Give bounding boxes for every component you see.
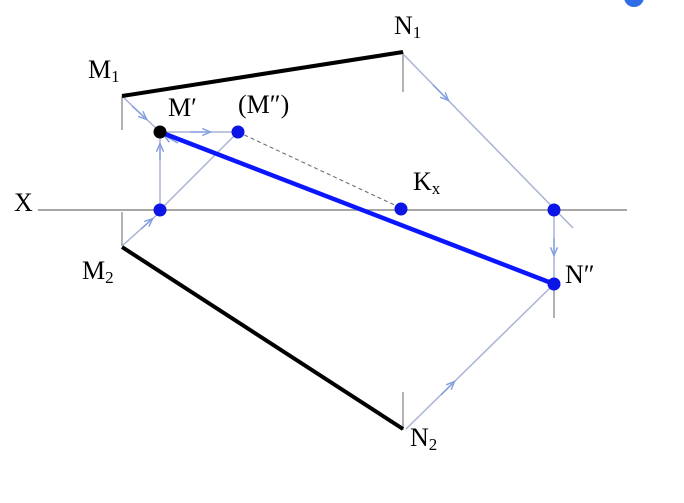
label-n-double-prime: N″ (565, 260, 595, 289)
arrow-mark-n1-diagonal (432, 84, 450, 102)
label-kx: Kx (413, 167, 441, 198)
label-n1-main: N (394, 11, 413, 40)
point-axis-m (153, 203, 167, 217)
segment-m2-n2 (120, 245, 405, 431)
label-m2-subscript: 2 (105, 268, 114, 287)
arrow-mark-m-prime-left (162, 134, 179, 144)
arrow-mark-n2-diagonal (440, 380, 456, 396)
corner-badge-dot (624, 0, 644, 7)
label-m2-main: M (82, 256, 105, 285)
label-m1-subscript: 1 (111, 67, 120, 86)
label-n2-subscript: 2 (429, 435, 438, 454)
point-m-prime (153, 125, 167, 139)
result-line-m-prime-n-double-prime (159, 129, 555, 287)
label-n1-subscript: 1 (413, 23, 422, 42)
label-n1: N1 (394, 11, 421, 42)
label-n2-main: N (410, 423, 429, 452)
point-m-double-prime (231, 125, 245, 139)
label-m1-main: M (88, 55, 111, 84)
arrow-mark-m2-diagonal (140, 217, 154, 230)
point-axis-n (547, 203, 561, 217)
construction-line-n1-to-axis (402, 53, 574, 229)
construction-line-axis-to-m-double-prime (159, 131, 239, 211)
arrow-mark-m1-diagonal (131, 105, 148, 121)
label-m1: M1 (88, 55, 120, 86)
label-m-double-prime: (M″) (238, 90, 289, 119)
label-m-prime: M′ (168, 93, 197, 122)
label-kx-main: K (413, 167, 432, 196)
label-kx-subscript: x (432, 179, 441, 198)
label-m2: M2 (82, 256, 114, 287)
dashed-line-m-double-prime-to-kx (237, 131, 402, 209)
construction-line-n2-to-n-double-prime (405, 283, 555, 430)
label-x-axis: X (14, 188, 33, 217)
segment-m1-n1 (121, 50, 404, 98)
label-n2: N2 (410, 423, 437, 454)
point-kx (394, 202, 408, 216)
point-n-double-prime (547, 277, 561, 291)
